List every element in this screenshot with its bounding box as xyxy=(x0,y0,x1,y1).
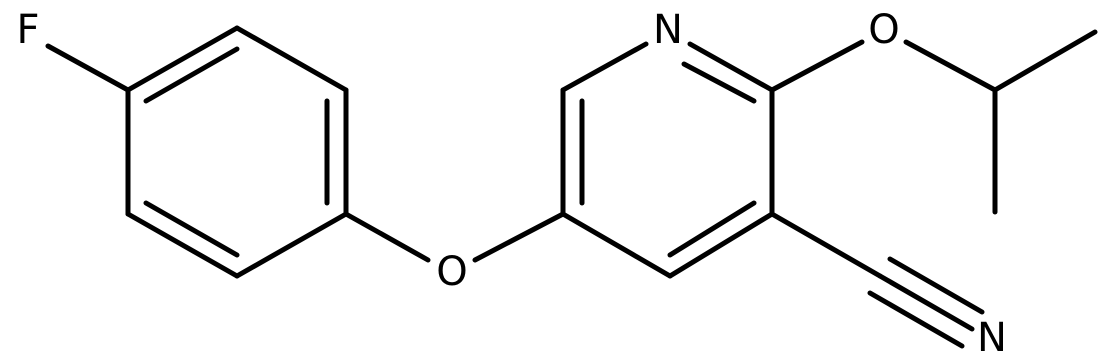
nitrile-group xyxy=(769,211,985,349)
bond-ring-a-2 xyxy=(234,25,349,93)
fluorophenyl-ring xyxy=(45,25,349,279)
isopropoxy-oxygen-atom-label: O xyxy=(868,7,899,53)
bond-ring-a-1 xyxy=(125,25,240,93)
fluorine-atom-label: F xyxy=(16,7,39,53)
bond-c3-cn xyxy=(769,211,883,279)
isopropoxy-group xyxy=(769,29,1098,215)
bond-triple-1 xyxy=(877,273,975,332)
bond-pyr-n-c2-inner xyxy=(681,61,757,104)
aryl-ether-linkage xyxy=(343,211,566,263)
bond-f-c1 xyxy=(45,43,131,93)
bond-ring-a-5-inner xyxy=(143,200,240,258)
bond-pyr-c6-n xyxy=(560,41,649,93)
bond-o-pyridine xyxy=(472,211,566,263)
bond-triple-3 xyxy=(867,290,965,349)
bond-pyr-n-c2 xyxy=(687,41,775,93)
bond-c2-o xyxy=(769,39,865,93)
bond-triple-2 xyxy=(887,256,985,315)
bond-pyr-c3-c4-inner xyxy=(667,200,757,258)
pyridine-ring xyxy=(560,41,775,279)
aryl-ether-oxygen-atom-label: O xyxy=(436,249,467,295)
bond-ch-methyl-up xyxy=(992,29,1098,93)
nitrile-nitrogen-atom-label: N xyxy=(977,315,1007,361)
bond-ring-a-4 xyxy=(234,211,349,279)
bond-pyr-c3-c4 xyxy=(667,211,775,279)
bond-ring-a-1-inner xyxy=(143,46,240,104)
bond-ring-a-5 xyxy=(125,211,240,279)
bond-o-ch xyxy=(903,39,998,93)
bond-pyr-c4-c5 xyxy=(560,211,673,279)
ring-nitrogen-atom-label: N xyxy=(653,7,683,53)
bond-aryl-o xyxy=(343,211,431,263)
